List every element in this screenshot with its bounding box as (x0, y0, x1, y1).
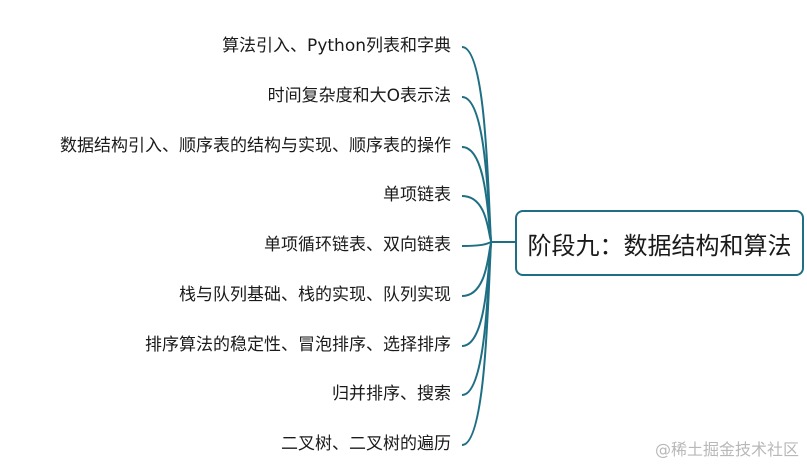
root-topic-label: 阶段九：数据结构和算法 (527, 231, 792, 260)
connector-line-9 (461, 241, 493, 446)
branch-node-1[interactable]: 算法引入、Python列表和字典 (222, 36, 451, 56)
root-topic-node[interactable]: 阶段九：数据结构和算法 (515, 210, 804, 276)
connector-line-4 (461, 195, 493, 243)
branch-node-2[interactable]: 时间复杂度和大O表示法 (267, 86, 451, 106)
branch-node-3[interactable]: 数据结构引入、顺序表的结构与实现、顺序表的操作 (60, 136, 451, 156)
watermark-text: @稀土掘金技术社区 (654, 440, 799, 459)
branch-node-5[interactable]: 单项循环链表、双向链表 (264, 235, 451, 255)
branch-node-8[interactable]: 归并排序、搜索 (332, 384, 451, 404)
branch-node-7[interactable]: 排序算法的稳定性、冒泡排序、选择排序 (145, 335, 451, 355)
connector-line-5 (461, 241, 493, 247)
branch-node-6[interactable]: 栈与队列基础、栈的实现、队列实现 (179, 285, 451, 305)
branch-node-9[interactable]: 二叉树、二叉树的遍历 (281, 434, 451, 454)
branch-node-4[interactable]: 单项链表 (383, 185, 451, 205)
